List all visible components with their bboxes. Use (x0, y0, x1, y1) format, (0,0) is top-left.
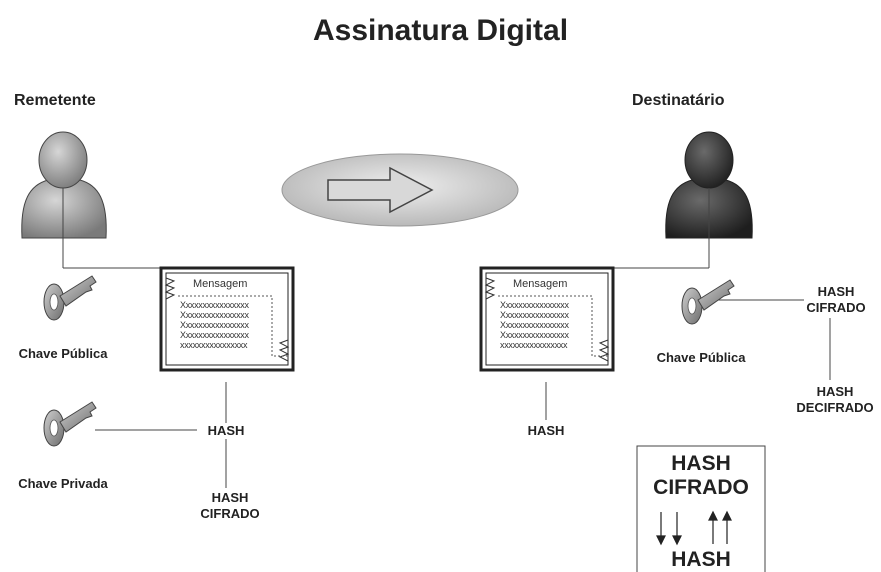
sender-private-key-label: Chave Privada (18, 476, 108, 491)
receiver-message-title: Mensagem (513, 278, 568, 290)
receiver-label: Destinatário (632, 92, 725, 109)
message-line: xxxxxxxxxxxxxxxx (500, 340, 568, 350)
message-line: xxxxxxxxxxxxxxxx (180, 340, 248, 350)
sender-hash-encrypted-label: HASH CIFRADO (190, 490, 270, 522)
receiver-hash-encrypted-label: HASH CIFRADO (796, 284, 876, 316)
message-line: Xxxxxxxxxxxxxxxx (180, 330, 249, 340)
message-line: Xxxxxxxxxxxxxxxx (500, 310, 569, 320)
hash-word: HASH (816, 384, 854, 399)
sender-message-lines: Xxxxxxxxxxxxxxxx Xxxxxxxxxxxxxxxx Xxxxxx… (180, 300, 249, 350)
page-title: Assinatura Digital (312, 14, 569, 47)
receiver-public-key-label: Chave Pública (656, 350, 746, 365)
sender-person-icon (21, 131, 107, 239)
encrypted-word: CIFRADO (653, 476, 749, 499)
comparison-box (636, 445, 766, 572)
receiver-public-key-icon (681, 279, 735, 325)
message-line: Xxxxxxxxxxxxxxxx (500, 330, 569, 340)
sender-label: Remetente (14, 92, 96, 109)
sender-message-title: Mensagem (193, 278, 248, 290)
connector-lines (62, 188, 831, 488)
receiver-hash-label: HASH (527, 423, 565, 438)
hash-word: HASH (671, 452, 731, 475)
sender-message-document (159, 266, 295, 372)
receiver-message-document (479, 266, 615, 372)
message-line: Xxxxxxxxxxxxxxxx (180, 310, 249, 320)
hash-word: HASH (817, 284, 855, 299)
down-arrows-icon (656, 512, 682, 546)
receiver-hash-decrypted-label: HASH DECIFRADO (790, 384, 880, 416)
receiver-message-lines: Xxxxxxxxxxxxxxxx Xxxxxxxxxxxxxxxx Xxxxxx… (500, 300, 569, 350)
encrypted-word: CIFRADO (806, 300, 866, 315)
comparison-top-label: HASH CIFRADO (637, 452, 765, 500)
up-arrows-icon (708, 510, 732, 544)
transmission-arrow-icon (281, 153, 519, 227)
message-line: Xxxxxxxxxxxxxxxx (500, 320, 569, 330)
message-line: Xxxxxxxxxxxxxxxx (180, 300, 249, 310)
sender-private-key-icon (43, 401, 97, 447)
decrypted-word: DECIFRADO (796, 400, 874, 415)
sender-public-key-icon (43, 275, 97, 321)
message-line: Xxxxxxxxxxxxxxxx (180, 320, 249, 330)
encrypted-word: CIFRADO (200, 506, 260, 521)
comparison-bottom-label: HASH (671, 548, 731, 571)
sender-public-key-label: Chave Pública (18, 346, 108, 361)
hash-word: HASH (211, 490, 249, 505)
message-line: Xxxxxxxxxxxxxxxx (500, 300, 569, 310)
sender-hash-label: HASH (198, 423, 254, 439)
